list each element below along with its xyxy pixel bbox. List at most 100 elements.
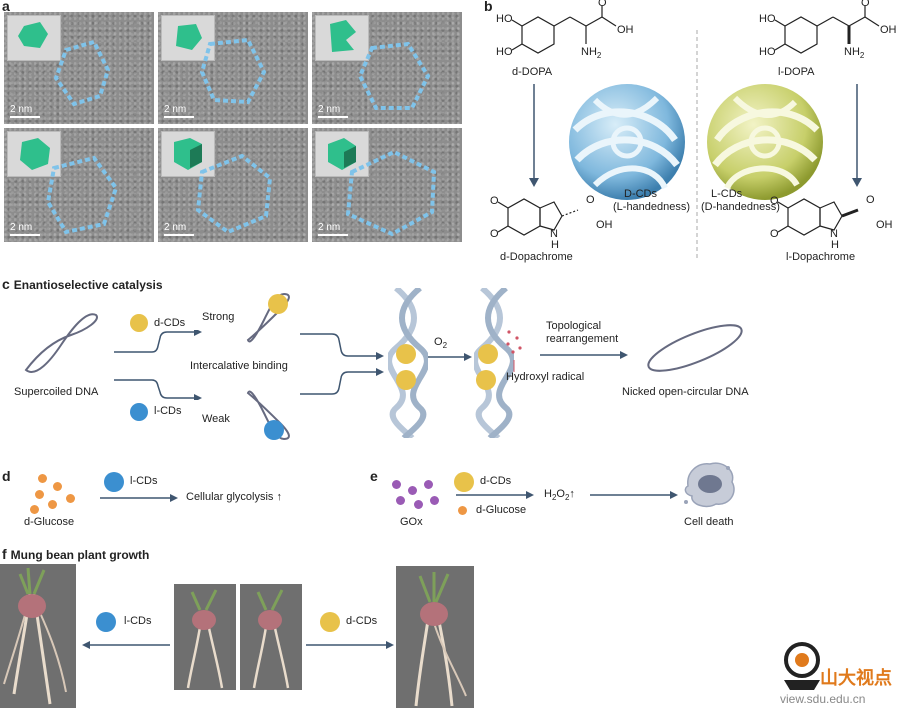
chem-nh2-label: NH2	[844, 46, 865, 61]
d-cds-label: D-CDs	[624, 188, 657, 200]
glycolysis-label: Cellular glycolysis ↑	[186, 491, 282, 503]
chem-o-label: O	[861, 0, 870, 9]
tem-image: 2 nm	[312, 12, 462, 124]
tem-image: 2 nm	[158, 128, 308, 242]
scale-bar: 2 nm	[164, 104, 194, 118]
glucose-dot	[66, 494, 75, 503]
glucose-dot	[35, 490, 44, 499]
crystal-inset	[7, 131, 61, 177]
dna-loop-weak-icon	[246, 390, 290, 441]
plant-photo	[174, 584, 236, 690]
crystal-inset	[7, 15, 61, 61]
d-cds-dot	[130, 314, 148, 332]
scale-bar: 2 nm	[318, 104, 348, 118]
chem-oh-label: OH	[617, 24, 634, 36]
plant-photo	[0, 564, 76, 708]
chem-o-label: O	[586, 194, 595, 206]
tem-image: 2 nm	[312, 128, 462, 242]
glucose-dot	[458, 506, 467, 515]
d-cds-dot	[476, 370, 496, 390]
chem-nh-label: N	[830, 228, 838, 240]
h2o2-label: H2O2↑	[544, 488, 575, 503]
nicked-dna-icon	[647, 324, 743, 372]
l-dopachrome-label: l-Dopachrome	[786, 251, 856, 263]
topological-label-1: Topological	[546, 320, 602, 332]
arrow-right	[100, 494, 178, 502]
dna-loop-strong-icon	[246, 292, 290, 343]
chem-oh-label: OH	[596, 219, 613, 231]
l-dopachrome-structure	[777, 198, 859, 236]
gox-label: GOx	[400, 516, 423, 528]
l-cds-dot	[96, 612, 116, 632]
cell-death-label: Cell death	[684, 516, 734, 528]
scale-bar: 2 nm	[318, 222, 348, 236]
d-dopa-structure	[511, 6, 617, 54]
plant-photo	[396, 566, 474, 708]
crystal-inset	[315, 15, 369, 61]
chem-o-label: O	[770, 228, 779, 240]
hydroxyl-radical-label: Hydroxyl radical	[506, 371, 585, 383]
chem-o-label: O	[490, 195, 499, 207]
scale-bar: 2 nm	[10, 222, 40, 236]
o2-label: O2	[434, 336, 448, 351]
glucose-dot	[30, 505, 39, 514]
strong-label: Strong	[202, 311, 235, 323]
glucose-dot	[38, 474, 47, 483]
chem-oh-label: OH	[880, 24, 897, 36]
d-cds-dot	[396, 344, 416, 364]
chem-nh2-label: NH2	[581, 46, 602, 61]
dead-cell-icon	[684, 462, 735, 508]
gox-dot	[414, 500, 423, 509]
d-cds-dot	[478, 344, 498, 364]
chem-h-label: H	[551, 239, 559, 251]
panel-d-letter: d	[2, 468, 11, 484]
chem-o-label: O	[770, 195, 779, 207]
chem-ho-label: HO	[496, 13, 513, 25]
chem-h-label: H	[831, 239, 839, 251]
crystal-inset	[161, 15, 215, 61]
d-dopachrome-label: d-Dopachrome	[500, 251, 573, 263]
supercoiled-dna-icon	[24, 313, 98, 373]
branch-arrows	[114, 330, 202, 400]
d-cds-label: d-CDs	[154, 317, 186, 329]
panel-b-letter: b	[484, 0, 493, 14]
d-cds-dot	[396, 370, 416, 390]
l-cds-dot	[104, 472, 124, 492]
chem-oh-label: OH	[876, 219, 893, 231]
l-dopa-label: l-DOPA	[778, 66, 815, 78]
tem-image: 2 nm	[158, 12, 308, 124]
d-glucose-label: d-Glucose	[24, 516, 75, 528]
chem-o-label: O	[866, 194, 875, 206]
intercalative-binding-label: Intercalative binding	[190, 360, 288, 372]
l-dopa-structure	[774, 6, 880, 54]
crystal-inset	[161, 131, 215, 177]
gox-dot	[392, 480, 401, 489]
gox-dot	[396, 496, 405, 505]
d-dopachrome-structure	[497, 198, 579, 236]
arrow-left	[82, 641, 170, 649]
d-cds-handedness: (L-handedness)	[613, 201, 691, 213]
chem-ho-label: HO	[759, 46, 776, 58]
scale-bar: 2 nm	[10, 104, 40, 118]
l-cds-dot	[264, 420, 284, 440]
d-cds-dot	[454, 472, 474, 492]
chem-ho-label: HO	[496, 46, 513, 58]
plant-photo	[240, 584, 302, 690]
gox-dot	[424, 480, 433, 489]
glucose-dot	[48, 500, 57, 509]
d-cds-dot	[268, 294, 288, 314]
merge-arrows	[300, 333, 384, 395]
l-cds-sphere	[707, 84, 823, 200]
arrow-down	[852, 84, 862, 187]
panel-e-letter: e	[370, 468, 378, 484]
d-glucose-label: d-Glucose	[476, 504, 527, 516]
topological-arrow	[540, 351, 628, 359]
d-cds-sphere	[569, 84, 685, 200]
d-cds-dot	[320, 612, 340, 632]
chem-o-label: O	[490, 228, 499, 240]
nicked-dna-label: Nicked open-circular DNA	[622, 386, 749, 398]
panel-a-letter: a	[2, 0, 10, 14]
d-cds-label: d-CDs	[480, 475, 512, 487]
